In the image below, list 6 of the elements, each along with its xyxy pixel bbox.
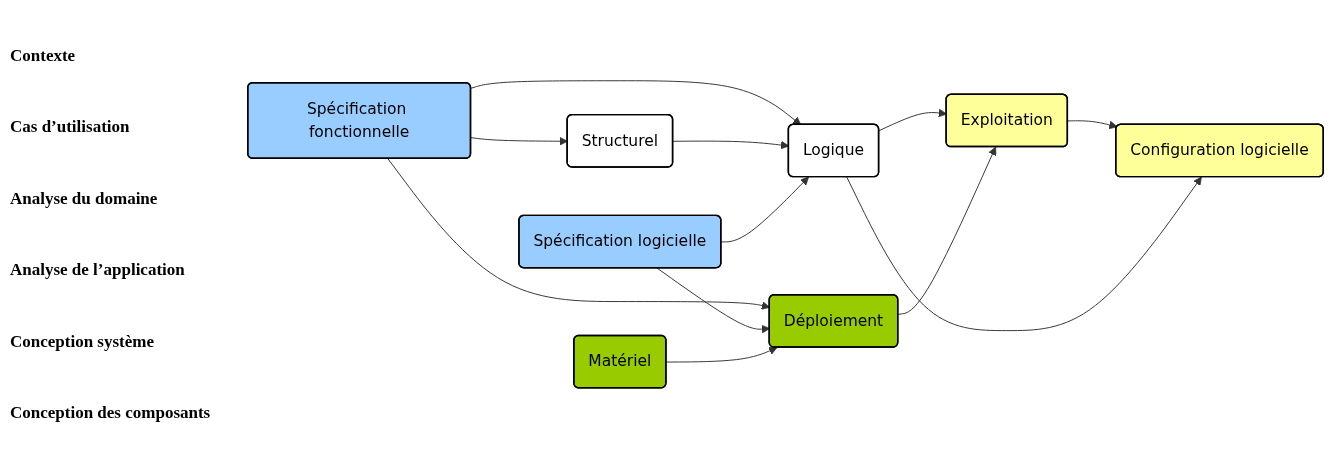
- level-label: Conception des composants: [10, 403, 212, 424]
- level-label: Cas d’utilisation: [10, 117, 131, 138]
- level-label: Contexte: [10, 45, 77, 66]
- level-label: Conception système: [10, 331, 155, 352]
- level-label: Analyse du domaine: [10, 188, 159, 209]
- level-label: Analyse de l’application: [10, 260, 186, 281]
